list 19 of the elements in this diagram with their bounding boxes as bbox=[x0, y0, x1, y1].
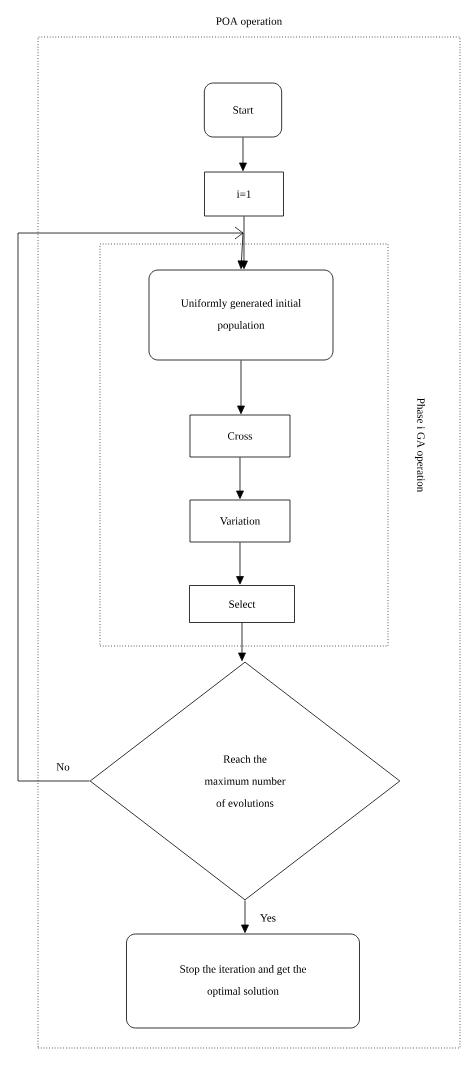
arrow bbox=[238, 622, 246, 661]
arrow bbox=[236, 457, 244, 499]
arrow bbox=[17, 226, 246, 782]
arrow bbox=[239, 137, 247, 172]
rounded-box: Start bbox=[203, 82, 283, 138]
process-box: Variation bbox=[189, 499, 291, 543]
rounded-box: Stop the iteration and get the optimal solution bbox=[126, 933, 360, 1029]
process-box: i=1 bbox=[204, 171, 284, 217]
process-box: Select bbox=[189, 585, 295, 623]
arrow bbox=[240, 216, 248, 270]
arrow bbox=[241, 900, 249, 933]
rounded-box: Uniformly generated initial population bbox=[148, 269, 334, 361]
arrow bbox=[237, 360, 245, 415]
node-label: POA operation bbox=[216, 17, 282, 28]
edge-label: No bbox=[55, 762, 71, 772]
process-box: Cross bbox=[189, 414, 291, 458]
node-label: Phase i GA operation bbox=[415, 398, 425, 493]
arrow bbox=[236, 542, 244, 585]
edge-label: Yes bbox=[259, 913, 277, 923]
